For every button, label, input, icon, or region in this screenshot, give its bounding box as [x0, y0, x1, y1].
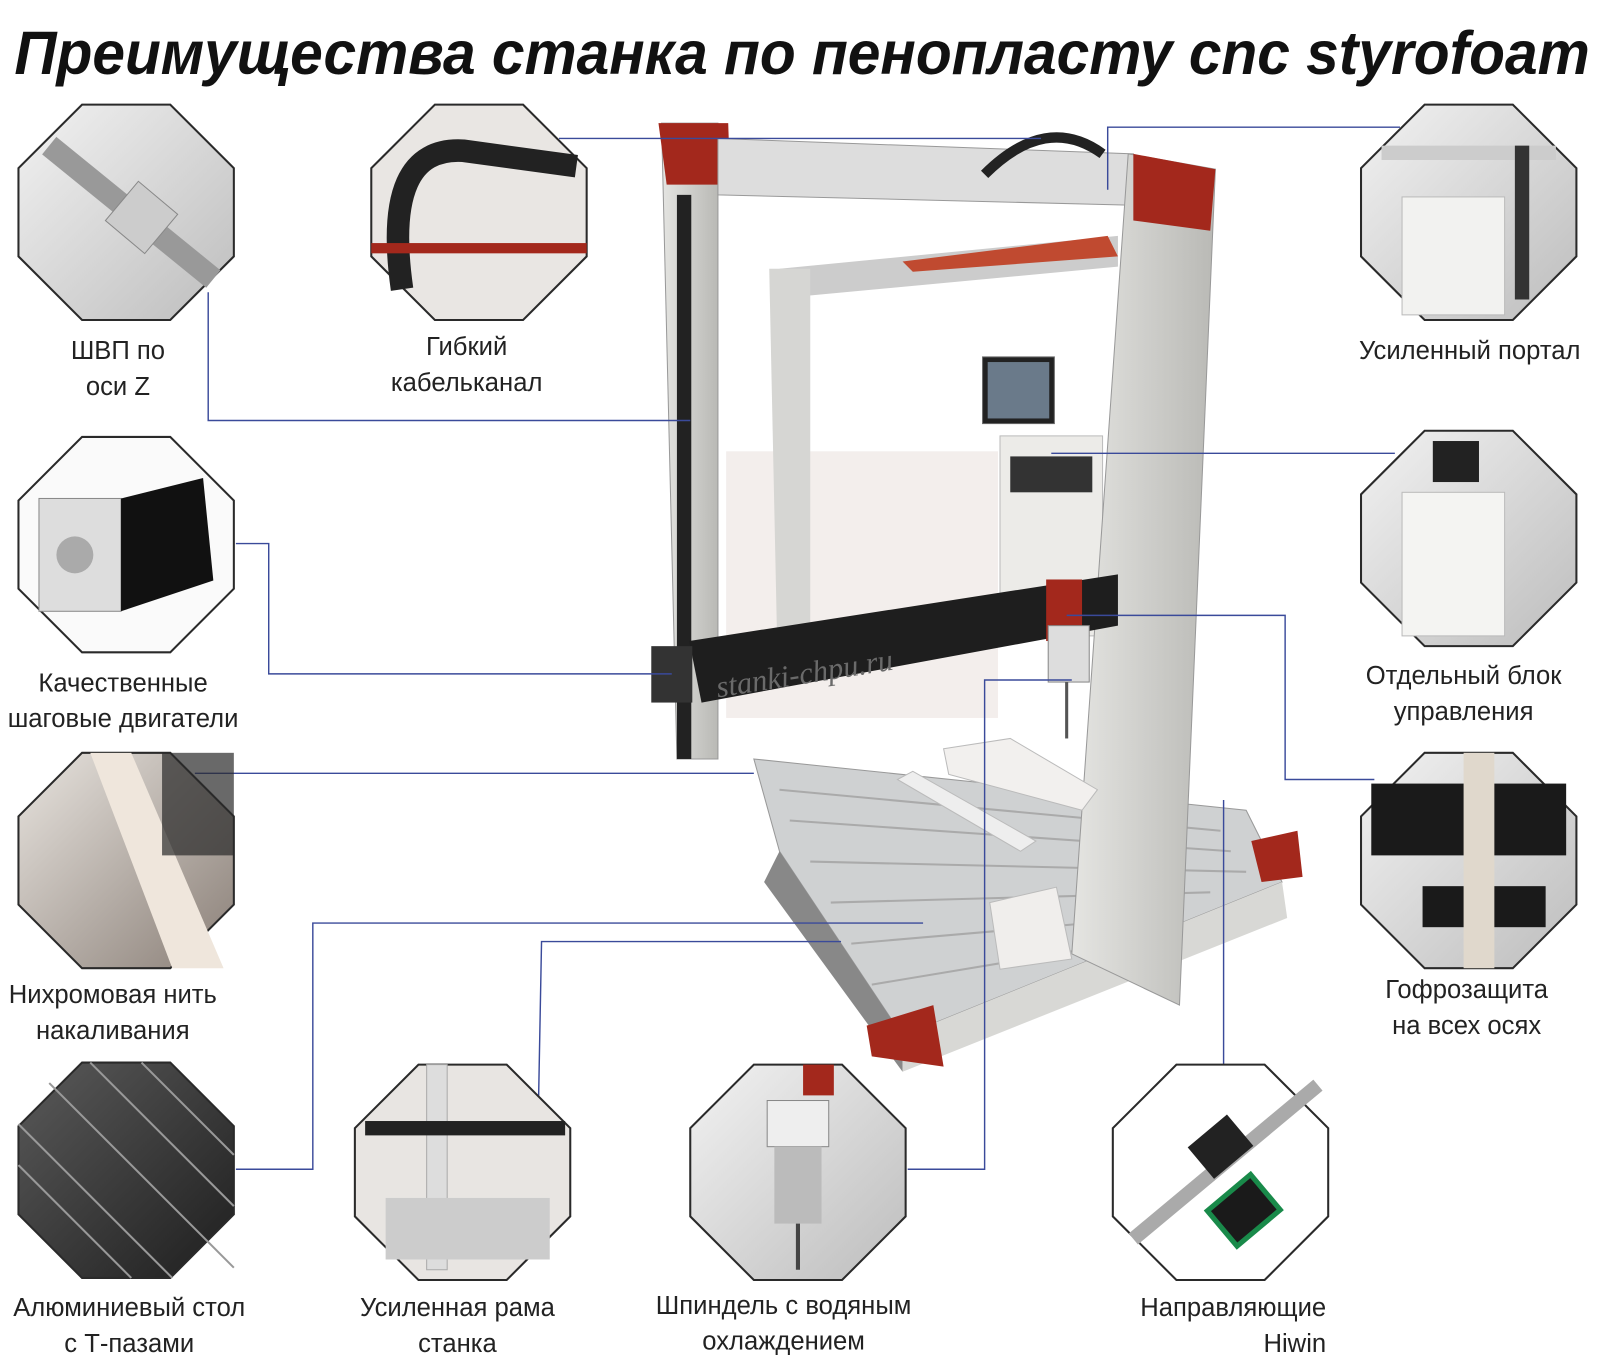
thumb-ballscrew	[17, 103, 235, 322]
thumb-spindle	[689, 1063, 907, 1282]
page-title: Преимущества станка по пенопласту cnc st…	[14, 19, 1589, 88]
thumb-bellows	[1359, 751, 1578, 970]
connector-lines	[194, 126, 1400, 1170]
thumb-stepper	[17, 435, 235, 654]
thumb-table	[17, 1061, 235, 1279]
thumb-portal	[1359, 103, 1578, 322]
thumb-control-unit	[1359, 429, 1578, 648]
cnc-machine-illustration: stanki-chpu.ru	[651, 122, 1303, 1072]
thumb-frame	[353, 1063, 572, 1282]
thumb-rails	[1111, 1063, 1330, 1282]
thumb-cable-chain	[370, 103, 588, 322]
label-portal: Усиленный портал	[1359, 337, 1581, 365]
thumb-nichrome	[17, 751, 235, 970]
feature-thumbnails	[17, 103, 1578, 1282]
